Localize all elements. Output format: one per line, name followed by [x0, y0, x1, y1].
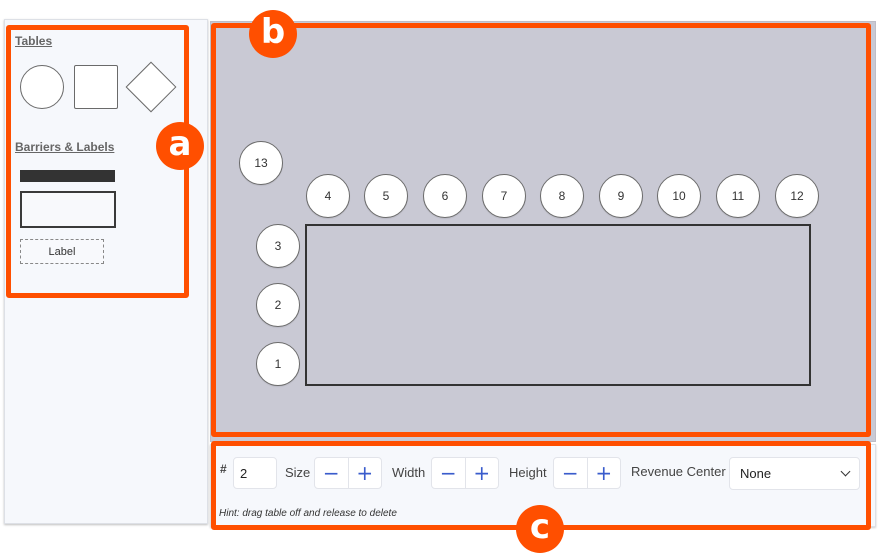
table-properties-toolbar: # Size − + Width − + Height − + Revenue …: [210, 444, 876, 527]
placed-barrier-box[interactable]: [305, 224, 811, 386]
hint-text: Hint: drag table off and release to dele…: [219, 508, 397, 519]
size-decrease-button[interactable]: −: [315, 458, 348, 488]
table-1[interactable]: 1: [256, 342, 300, 386]
table-number-input[interactable]: [233, 457, 277, 489]
circle-table-icon[interactable]: [20, 65, 64, 109]
table-2[interactable]: 2: [256, 283, 300, 327]
table-10[interactable]: 10: [657, 174, 701, 218]
width-stepper: − +: [431, 457, 499, 489]
width-label: Width: [392, 465, 426, 480]
outlined-barrier-item[interactable]: [20, 191, 116, 228]
annotation-badge-b: b: [249, 10, 297, 58]
annotation-badge-c: c: [516, 505, 564, 553]
height-increase-button[interactable]: +: [586, 458, 621, 488]
table-9[interactable]: 9: [599, 174, 643, 218]
table-12[interactable]: 12: [775, 174, 819, 218]
height-decrease-button[interactable]: −: [554, 458, 587, 488]
width-increase-button[interactable]: +: [464, 458, 499, 488]
revenue-center-label: Revenue Center: [631, 464, 726, 479]
diamond-table-icon[interactable]: [125, 61, 177, 113]
barriers-labels-heading: Barriers & Labels: [15, 140, 115, 154]
height-stepper: − +: [553, 457, 621, 489]
annotation-badge-a: a: [156, 122, 204, 170]
size-label: Size: [285, 465, 311, 480]
element-palette: Tables Barriers & Labels Label: [4, 19, 208, 524]
table-13[interactable]: 13: [239, 141, 283, 185]
size-increase-button[interactable]: +: [347, 458, 382, 488]
tables-heading: Tables: [15, 34, 53, 48]
table-4[interactable]: 4: [306, 174, 350, 218]
revenue-center-value: None: [740, 466, 772, 481]
table-11[interactable]: 11: [716, 174, 760, 218]
size-stepper: − +: [314, 457, 382, 489]
number-label: #: [220, 462, 227, 476]
revenue-center-select[interactable]: None: [729, 457, 860, 490]
height-label: Height: [509, 465, 547, 480]
chevron-down-icon: [840, 466, 851, 477]
square-table-icon[interactable]: [74, 65, 118, 109]
table-5[interactable]: 5: [364, 174, 408, 218]
table-3[interactable]: 3: [256, 224, 300, 268]
table-6[interactable]: 6: [423, 174, 467, 218]
solid-barrier-item[interactable]: [20, 170, 115, 182]
width-decrease-button[interactable]: −: [432, 458, 465, 488]
table-7[interactable]: 7: [482, 174, 526, 218]
label-item[interactable]: Label: [20, 239, 104, 264]
table-8[interactable]: 8: [540, 174, 584, 218]
